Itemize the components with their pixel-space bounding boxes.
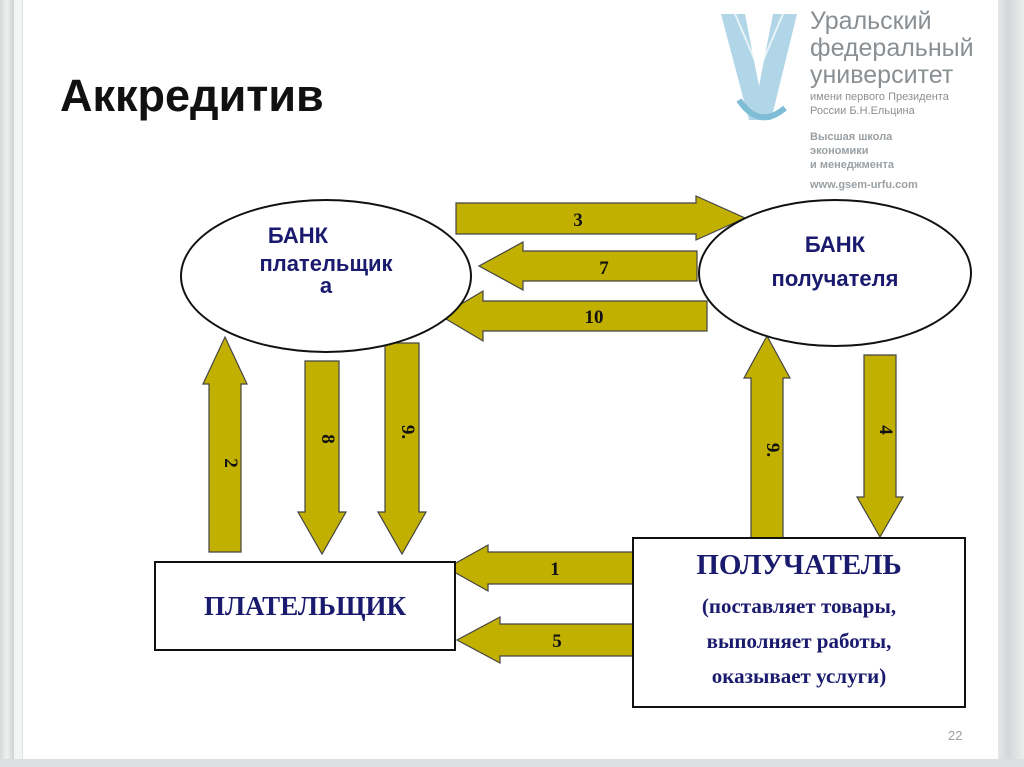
receiver-bank-line2: получателя xyxy=(771,266,899,291)
payer-bank-node xyxy=(180,199,472,353)
receiver-node: ПОЛУЧАТЕЛЬ (поставляет товары, выполняет… xyxy=(632,537,966,708)
logo-president-caption: имени первого Президента России Б.Н.Ельц… xyxy=(810,90,949,118)
arrow-9-left-label: 9. xyxy=(397,425,418,439)
receiver-desc-line: оказывает услуги) xyxy=(711,664,887,688)
logo-name-line: Уральский xyxy=(810,7,932,35)
slide-title: Аккредитив xyxy=(60,70,324,121)
slide-frame-right xyxy=(998,0,1024,767)
arrow-8 xyxy=(296,360,348,556)
logo-caption-line: имени первого Президента xyxy=(810,91,949,103)
logo-caption-line: России Б.Н.Ельцина xyxy=(810,105,915,117)
logo-name-line: университет xyxy=(810,61,954,89)
arrow-9-left xyxy=(376,342,428,556)
logo-school-line: и менеджмента xyxy=(810,159,895,171)
logo-university-name: Уральский федеральный университет xyxy=(810,8,974,89)
arrow-10-label: 10 xyxy=(585,307,604,328)
arrow-5 xyxy=(455,615,635,665)
receiver-bank-node xyxy=(698,199,972,347)
arrow-3 xyxy=(455,195,747,241)
receiver-bank-line1: БАНК xyxy=(804,232,866,257)
payer-bank-line1: БАНК xyxy=(267,223,329,248)
arrow-1-label: 1 xyxy=(550,559,560,580)
logo-school-line: экономики xyxy=(810,145,869,157)
slide-frame-bottom xyxy=(0,759,1024,767)
arrow-7-label: 7 xyxy=(599,258,609,279)
arrow-2 xyxy=(202,335,248,553)
arrow-2-label: 2 xyxy=(220,458,241,468)
receiver-label: ПОЛУЧАТЕЛЬ xyxy=(696,549,902,581)
receiver-bank-label: БАНК получателя xyxy=(718,228,952,296)
urfu-emblem-icon xyxy=(721,13,797,121)
logo-website: www.gsem-urfu.com xyxy=(810,179,918,191)
page-number: 22 xyxy=(948,728,963,743)
slide-frame-left-inner xyxy=(14,0,23,767)
receiver-description: (поставляет товары, выполняет работы, ок… xyxy=(634,589,964,694)
arrow-5-label: 5 xyxy=(552,631,562,652)
payer-label: ПЛАТЕЛЬЩИК xyxy=(203,591,407,621)
arrow-7 xyxy=(477,240,698,292)
payer-bank-label: БАНК плательщик а xyxy=(200,222,452,300)
receiver-desc-line: выполняет работы, xyxy=(706,629,892,653)
payer-node: ПЛАТЕЛЬЩИК xyxy=(154,561,456,651)
arrow-1 xyxy=(445,543,635,593)
arrow-9-right-label: 9. xyxy=(762,443,783,457)
arrow-8-label: 8 xyxy=(317,434,338,444)
arrow-10 xyxy=(439,289,708,343)
receiver-desc-line: (поставляет товары, xyxy=(701,594,897,618)
slide-frame-left xyxy=(0,0,14,767)
university-logo: Уральский федеральный университет имени … xyxy=(715,8,995,198)
arrow-4 xyxy=(855,354,905,539)
logo-name-line: федеральный xyxy=(810,34,974,62)
logo-school-name: Высшая школа экономики и менеджмента xyxy=(810,130,894,172)
arrow-3-label: 3 xyxy=(573,210,583,231)
logo-school-line: Высшая школа xyxy=(810,131,893,143)
arrow-9-right xyxy=(742,334,792,539)
arrow-4-label: 4 xyxy=(875,425,896,435)
payer-bank-line2: плательщик xyxy=(259,251,393,276)
payer-bank-line3: а xyxy=(319,273,333,298)
